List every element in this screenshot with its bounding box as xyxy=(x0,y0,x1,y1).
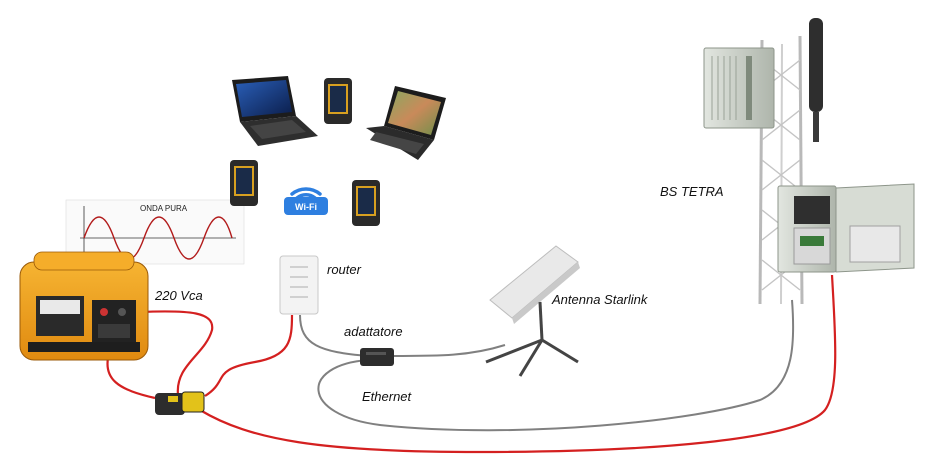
radio-tower-icon xyxy=(703,18,915,305)
satellite-dish-icon xyxy=(485,245,580,377)
generator-icon xyxy=(19,251,149,361)
wave-title: ONDA PURA xyxy=(140,204,188,213)
poe-adapter-icon xyxy=(360,348,394,366)
router-icon xyxy=(279,255,319,315)
bs-tetra-label: BS TETRA xyxy=(660,184,724,199)
voltage-label: 220 Vca xyxy=(155,288,203,303)
ethernet-cable-loop xyxy=(317,299,795,432)
power-cable-to-tower xyxy=(199,274,837,454)
adapter-label: adattatore xyxy=(344,324,403,339)
wifi-icon xyxy=(284,187,328,215)
router-label: router xyxy=(327,262,361,277)
adapter-to-starlink-cable xyxy=(391,344,506,357)
power-cable-to-router xyxy=(204,314,294,397)
rugged-phone-icon-top xyxy=(324,78,352,124)
starlink-label: Antenna Starlink xyxy=(552,292,648,307)
rugged-phone-icon-left xyxy=(230,160,258,206)
ethernet-label: Ethernet xyxy=(362,389,412,404)
rugged-phone-icon-right xyxy=(352,180,380,226)
power-plug-icon xyxy=(155,391,205,415)
laptop-icon-left xyxy=(232,76,318,146)
power-cable-generator-out xyxy=(139,310,214,396)
router-to-adapter-cable xyxy=(299,314,369,357)
wifi-label: Wi-Fi xyxy=(295,202,317,212)
laptop-icon-right xyxy=(366,86,446,160)
